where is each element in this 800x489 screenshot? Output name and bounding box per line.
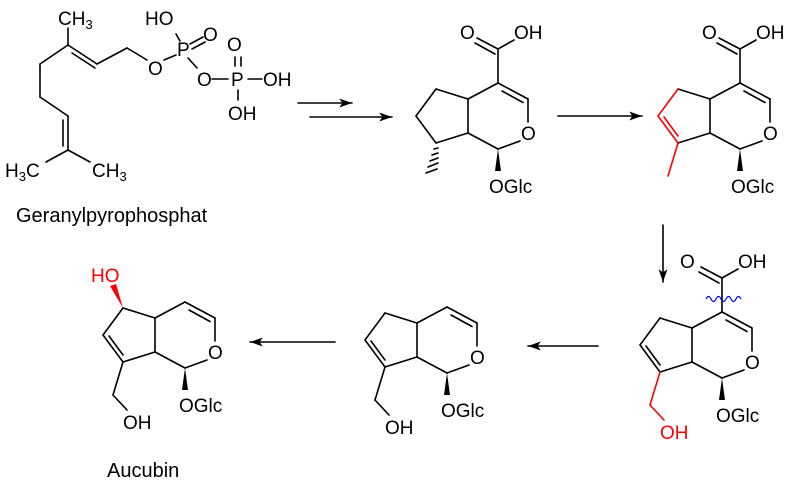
geranylpyrophosphate: CH3 HO P O O O O P OH OH H3C CH3 Geranyl… [5,9,292,227]
atom-label: OH [738,252,767,273]
atom-label: OGlc [716,406,759,427]
gpp-name: Geranylpyrophosphat [16,205,208,227]
aucubin: HO O OGlc OH [91,266,223,434]
atom-label: OH [263,70,292,91]
atom-label: O [208,343,223,364]
atom-label: H3C [5,161,40,184]
atom-label: OH [385,418,414,439]
atom-label: O [460,23,475,44]
atom-label: OH [228,104,257,125]
atom-label: O [203,25,218,46]
atom-label: O [148,59,163,80]
atom-label: CH3 [92,161,127,184]
atom-label: O [745,353,760,374]
atom-label: OGlc [441,401,484,422]
atom-label: OGlc [731,177,774,198]
atom-label: OH [660,423,689,444]
atom-label: O [521,124,536,145]
atom-label: OH [756,23,785,44]
atom-label: OGlc [179,396,222,417]
intermediate-2: O OH O OGlc [657,23,785,198]
arrows [249,98,668,351]
atom-label: O [227,35,242,56]
cleavage-mark [705,295,742,303]
atom-label: HO [91,266,120,287]
wedge-bond [110,284,123,308]
atom-label: O [763,124,778,145]
atom-label: P [231,70,244,91]
atom-label: P [177,40,190,61]
aucubin-name: Aucubin [107,460,179,482]
atom-label: O [197,70,212,91]
atom-label: HO [145,9,174,30]
atom-label: O [702,23,717,44]
atom-label: CH3 [58,9,93,32]
atom-label: O [680,252,695,273]
atom-label: OH [514,23,543,44]
atom-label: O [470,348,485,369]
intermediate-3: O OH O OGlc OH [639,252,767,444]
atom-label: OGlc [489,177,532,198]
intermediate-1: O OH O OGlc [415,23,543,198]
atom-label: OH [123,413,152,434]
intermediate-4: O OGlc OH [364,306,485,439]
